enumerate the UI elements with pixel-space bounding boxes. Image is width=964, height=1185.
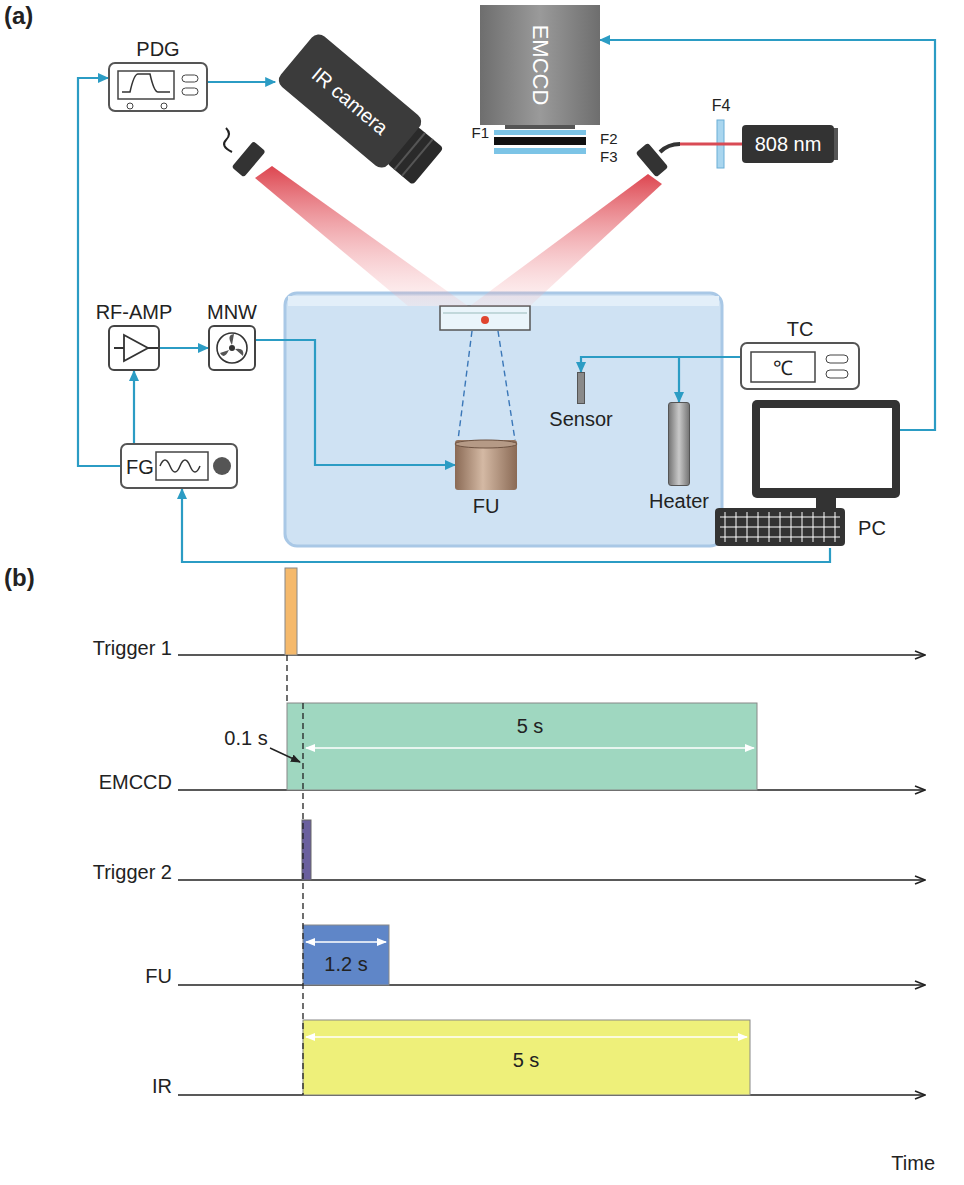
signal-wire xyxy=(600,40,935,430)
device-box: RF-AMP xyxy=(108,325,160,371)
figure-label: (a) xyxy=(4,3,33,29)
device-box: TC℃ xyxy=(740,342,860,390)
signal-wire xyxy=(581,357,740,372)
figure-label: F4 xyxy=(712,97,731,115)
device-label: 808 nm xyxy=(755,133,822,155)
figure-label: Trigger 1 xyxy=(93,637,172,659)
figure-label: (b) xyxy=(4,565,35,591)
device-box: 808 nm xyxy=(742,125,834,163)
device-label: IR camera xyxy=(308,63,393,139)
device-label: MNW xyxy=(207,301,257,323)
device-drawing xyxy=(210,327,258,373)
figure-label: 0.1 s xyxy=(224,727,267,749)
figure-label: FU xyxy=(145,965,172,987)
signal-wire xyxy=(679,357,740,402)
device-label: EMCCD xyxy=(528,25,552,106)
device-label: Heater xyxy=(649,490,709,512)
device-drawing xyxy=(455,440,517,490)
device-label: PC xyxy=(858,517,886,539)
device-box: FG xyxy=(120,443,238,489)
figure-label: 5 s xyxy=(513,1049,540,1071)
figure-label: Trigger 2 xyxy=(93,861,172,883)
device-box: PC xyxy=(700,400,900,548)
signal-wire xyxy=(160,347,208,349)
device-label: PDG xyxy=(136,38,179,60)
figure-label: F2 xyxy=(600,131,618,148)
signal-wire xyxy=(78,78,120,466)
device-box: FU xyxy=(455,440,517,490)
figure-label: F1 xyxy=(471,125,489,142)
figure-label: IR xyxy=(152,1075,172,1097)
device-label: FG xyxy=(126,456,154,478)
device-drawing xyxy=(110,64,210,114)
figure-label: 1.2 s xyxy=(324,953,367,975)
device-box: Heater xyxy=(668,402,690,486)
figure-label: F3 xyxy=(600,149,618,166)
device-label: RF-AMP xyxy=(96,301,173,323)
device-label: TC xyxy=(787,318,814,340)
figure-label: Time xyxy=(891,1152,935,1174)
device-box: MNW xyxy=(208,325,256,371)
signal-wire xyxy=(208,81,275,83)
device-box: EMCCD xyxy=(480,5,600,125)
device-box: PDG xyxy=(108,62,208,112)
figure-label: EMCCD xyxy=(99,771,172,793)
device-drawing xyxy=(742,344,862,392)
signal-wire xyxy=(256,340,455,465)
figure-label: 5 s xyxy=(517,715,544,737)
signal-wire xyxy=(133,371,135,443)
device-label: ℃ xyxy=(773,357,793,379)
device-label: Sensor xyxy=(549,408,612,430)
device-box: Sensor xyxy=(577,372,585,404)
device-drawing xyxy=(110,327,162,373)
device-label: FU xyxy=(473,495,500,517)
